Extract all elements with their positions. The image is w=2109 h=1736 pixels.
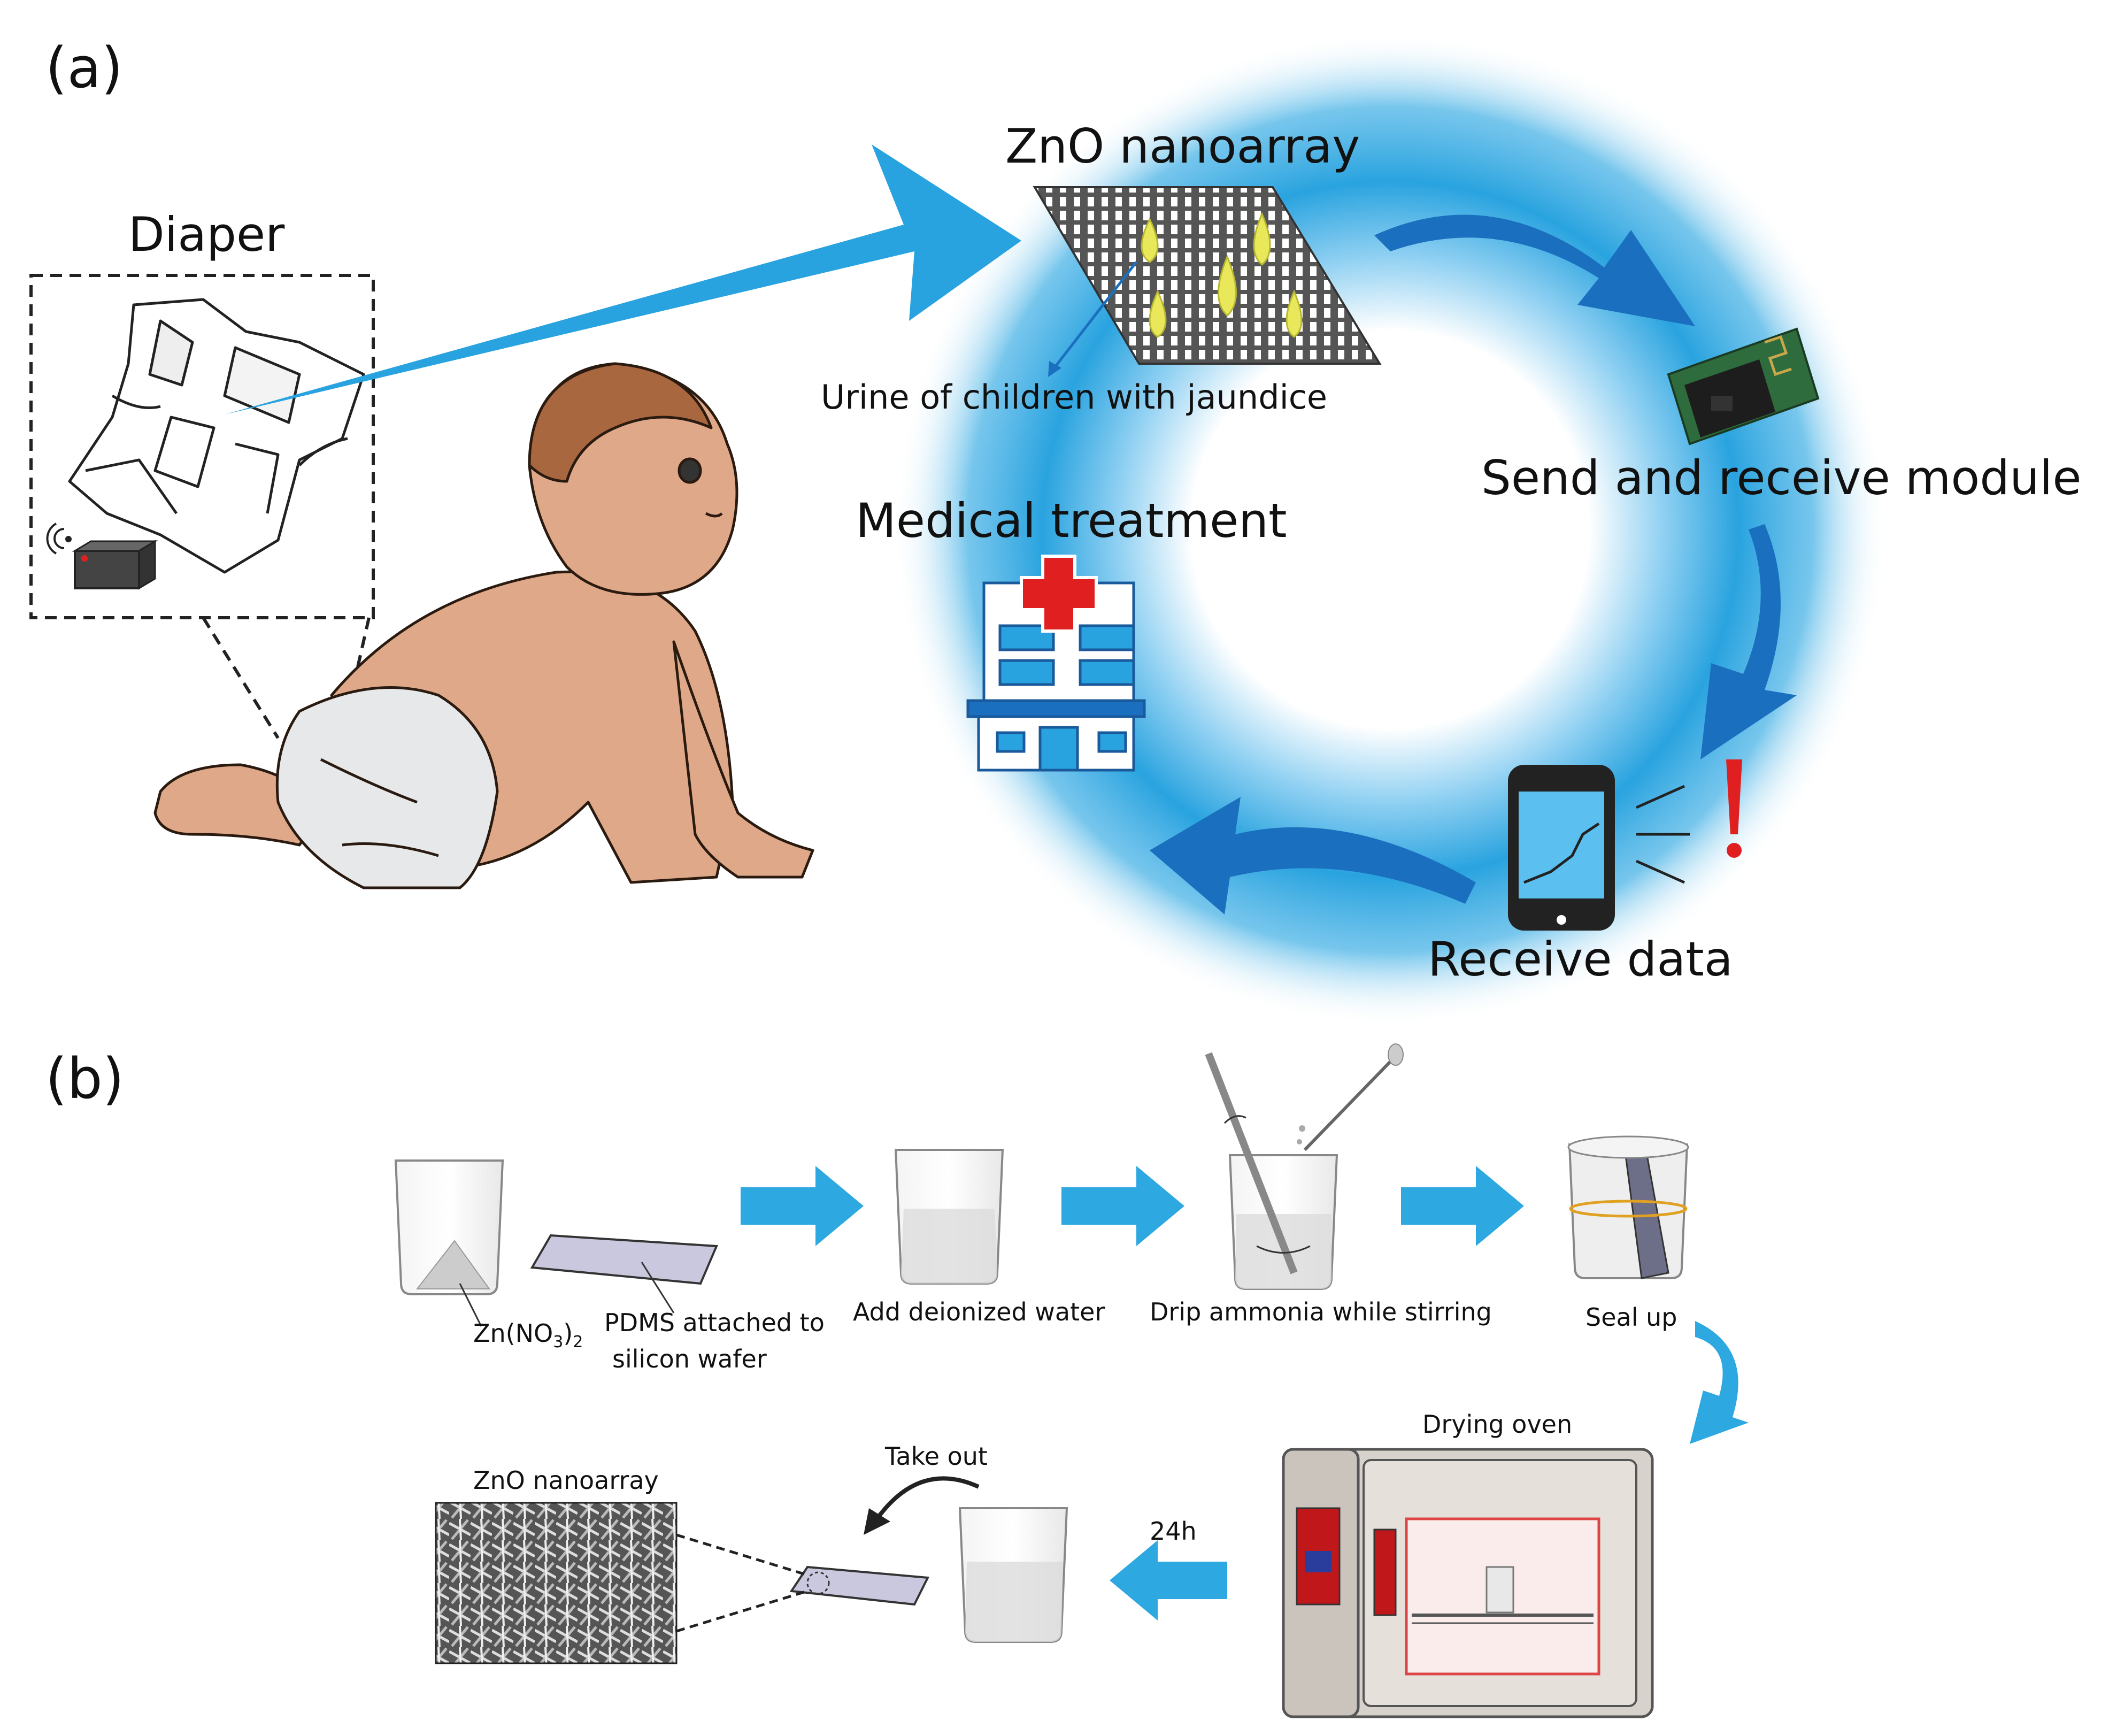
medical-treatment-label: Medical treatment bbox=[856, 493, 1287, 548]
diaper-inset-box bbox=[29, 274, 375, 619]
urine-label: Urine of children with jaundice bbox=[821, 378, 1328, 417]
slide-result bbox=[789, 1565, 930, 1606]
step-arrow-2 bbox=[1061, 1166, 1184, 1246]
beaker-2 bbox=[894, 1149, 1004, 1285]
sem-nanoarray-label: ZnO nanoarray bbox=[473, 1466, 659, 1495]
baby-illustration bbox=[153, 362, 814, 889]
panel-a bbox=[29, 32, 1888, 1027]
take-out-arrowhead bbox=[864, 1508, 890, 1535]
diaper-illustration bbox=[68, 298, 365, 574]
baby-arm bbox=[672, 640, 814, 879]
cycle-arrow-top bbox=[1374, 214, 1695, 326]
ammonia-label: Drip ammonia while stirring bbox=[1150, 1297, 1492, 1326]
zn-no3-close: ) bbox=[563, 1319, 573, 1348]
beaker-4-sealed bbox=[1567, 1135, 1689, 1279]
sem-image bbox=[435, 1502, 678, 1664]
zno-nanoarray-label: ZnO nanoarray bbox=[1005, 119, 1360, 174]
take-out-label: Take out bbox=[885, 1442, 988, 1471]
receive-data-label: Receive data bbox=[1428, 932, 1733, 987]
cycle-arrow-bottom bbox=[1150, 797, 1476, 915]
zn-no3-sub2: 2 bbox=[573, 1333, 583, 1352]
time-24h-label: 24h bbox=[1150, 1517, 1197, 1546]
sem-connector-bottom bbox=[676, 1589, 808, 1633]
panel-b bbox=[394, 1043, 1749, 1718]
transceiver-module bbox=[1667, 327, 1820, 445]
zn-no3-main: Zn(NO bbox=[473, 1319, 553, 1348]
seal-up-label: Seal up bbox=[1585, 1303, 1677, 1332]
baby-hair bbox=[528, 362, 713, 483]
alert-lines bbox=[1635, 785, 1690, 884]
hospital-icon bbox=[966, 555, 1146, 772]
baby-diaper bbox=[275, 686, 499, 889]
sem-connector-top bbox=[676, 1533, 808, 1577]
beaker-3 bbox=[1205, 1043, 1404, 1290]
cycle-arrow-right bbox=[1700, 524, 1797, 759]
diaper-label: Diaper bbox=[128, 207, 285, 262]
pdms-slide bbox=[530, 1234, 718, 1313]
alert-exclamation-icon bbox=[1726, 759, 1742, 858]
add-water-label: Add deionized water bbox=[853, 1297, 1105, 1326]
arrow-24h bbox=[1110, 1540, 1227, 1620]
step-arrow-3 bbox=[1401, 1166, 1524, 1246]
pdms-label-line2: silicon wafer bbox=[612, 1345, 767, 1373]
zno-nanoarray-chip bbox=[1033, 186, 1382, 377]
step-arrow-1 bbox=[741, 1166, 864, 1246]
zn-no3-label: Zn(NO3)2 bbox=[473, 1321, 583, 1350]
curved-arrow-to-oven bbox=[1690, 1321, 1749, 1444]
beaker-1 bbox=[394, 1159, 504, 1327]
pdms-label-line1: PDMS attached to bbox=[604, 1308, 825, 1337]
smartphone-icon bbox=[1508, 765, 1615, 931]
drying-oven-label: Drying oven bbox=[1422, 1410, 1573, 1439]
take-out-arrow bbox=[875, 1476, 980, 1520]
panel-b-label: (b) bbox=[45, 1046, 125, 1111]
baby-eye bbox=[678, 457, 702, 484]
drying-oven bbox=[1282, 1448, 1654, 1718]
inset-connector-left bbox=[202, 617, 280, 739]
beaker-5 bbox=[958, 1507, 1068, 1643]
zn-no3-sub3: 3 bbox=[553, 1333, 564, 1352]
sensor-box bbox=[72, 540, 158, 590]
wifi-icon bbox=[46, 523, 72, 555]
module-label: Send and receive module bbox=[1481, 450, 2082, 505]
urine-droplets bbox=[1141, 212, 1303, 338]
panel-a-label: (a) bbox=[45, 35, 123, 101]
